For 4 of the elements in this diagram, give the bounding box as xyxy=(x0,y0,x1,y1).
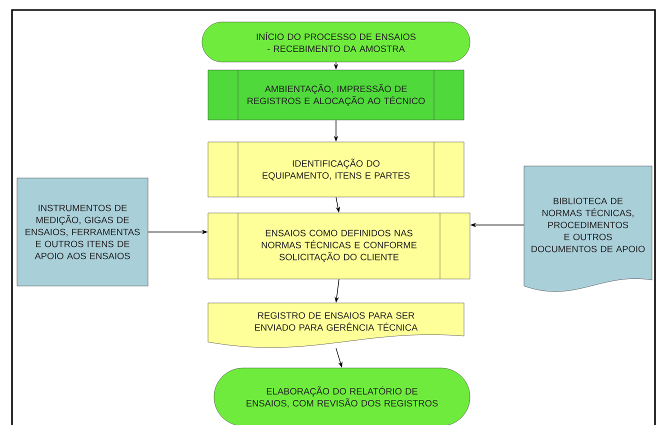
input-box: INSTRUMENTOS DE MEDIÇÃO, GIGAS DE ENSAIOS, FERRAMENTAS E OUTROS ITENS DE APOIO AOS ENSAIOS xyxy=(16,178,148,286)
process-box: IDENTIFICAÇÃO DO EQUIPAMENTO, ITENS E PARTES xyxy=(208,142,464,198)
process-box: ENSAIOS COMO DEFINIDOS NAS NORMAS TÉCNICAS E CONFORME SOLICITAÇÃO DO CLIENTE xyxy=(208,212,470,280)
process-box: AMBIENTAÇÃO, IMPRESSÃO DE REGISTROS E ALOCAÇÃO AO TÉCNICO xyxy=(208,70,464,120)
